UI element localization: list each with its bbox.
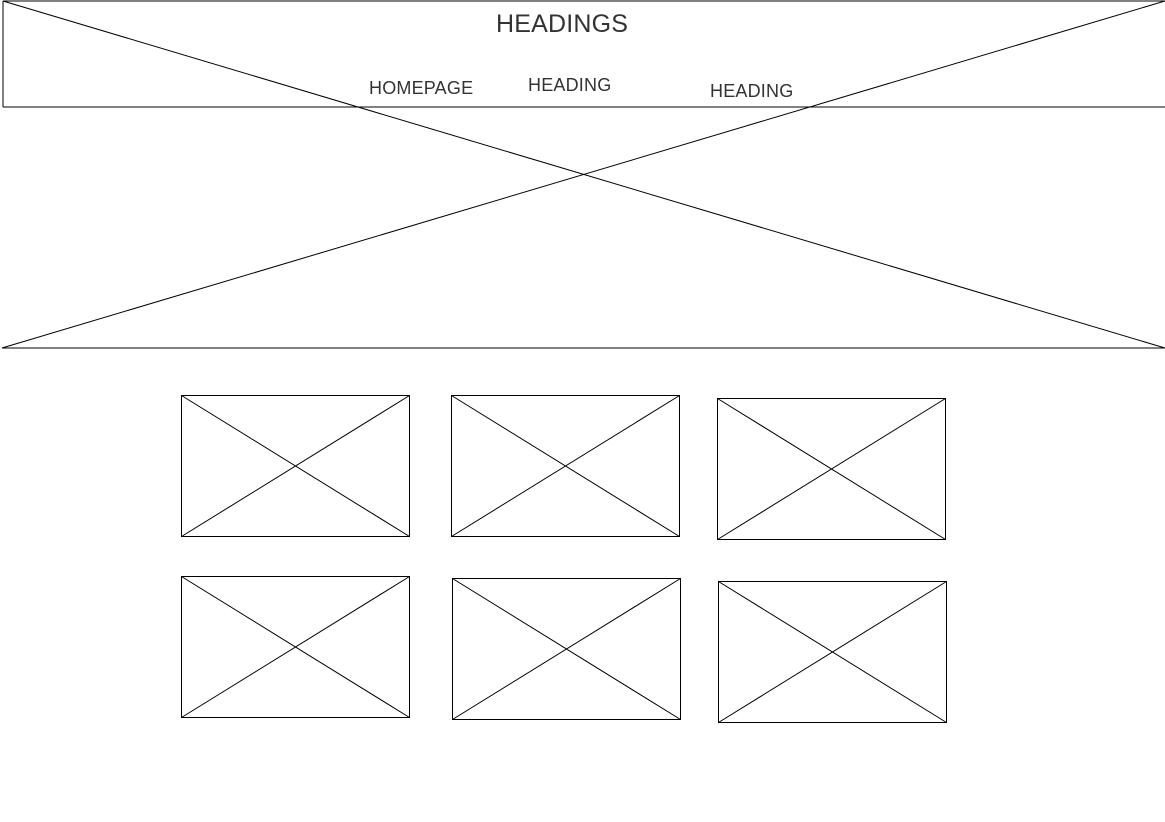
thumbnail-placeholder: [718, 581, 947, 723]
nav-heading-2[interactable]: HEADING: [710, 81, 794, 101]
hero-image-placeholder: [1, 0, 1165, 349]
page-title: HEADINGS: [496, 10, 629, 38]
thumbnail-placeholder: [181, 395, 410, 537]
thumbnail-placeholder: [452, 578, 681, 720]
nav-homepage[interactable]: HOMEPAGE: [369, 78, 474, 98]
thumbnail-placeholder: [181, 576, 410, 718]
thumbnail-placeholder: [451, 395, 680, 537]
nav-heading-1[interactable]: HEADING: [528, 75, 612, 95]
thumbnail-placeholder: [717, 398, 946, 540]
